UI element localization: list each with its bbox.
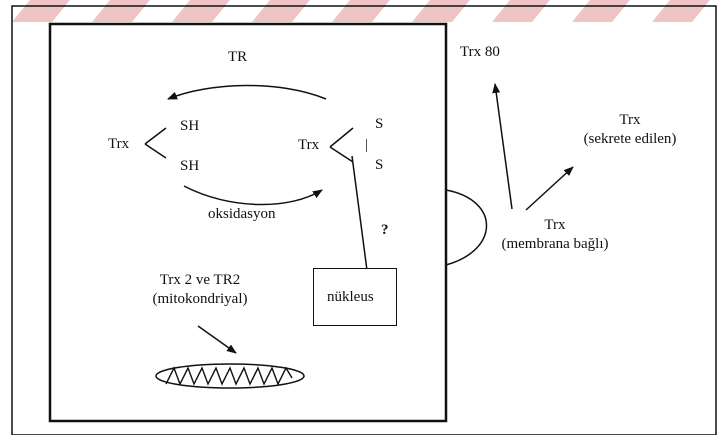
trx-oxidized-label: Trx	[298, 137, 319, 154]
membrane-label-line2: (membrana bağlı)	[490, 236, 620, 253]
trx-oxidized-branches	[330, 128, 353, 162]
nucleus-label: nükleus	[327, 289, 374, 306]
secreted-arrow	[526, 167, 573, 210]
question-mark: ?	[381, 222, 389, 239]
s-top-label: S	[375, 116, 383, 133]
banner-stripes	[12, 0, 710, 22]
mito-label-line2: (mitokondriyal)	[120, 291, 280, 308]
secreted-label-line1: Trx	[560, 112, 700, 129]
s-bottom-label: S	[375, 157, 383, 174]
trx80-label: Trx 80	[460, 44, 500, 61]
secreted-label-line2: (sekrete edilen)	[560, 131, 700, 148]
mito-arrow	[198, 326, 236, 353]
oxidation-arrow	[184, 186, 322, 205]
trx-reduced-branches	[145, 128, 166, 158]
membrane-bulge	[446, 190, 487, 265]
sh-bottom-label: SH	[180, 158, 199, 175]
trx80-arrow	[495, 84, 512, 209]
tr-label: TR	[228, 49, 247, 66]
nucleus-arrow	[352, 156, 368, 278]
mitochondrion	[156, 364, 304, 388]
mito-label-line1: Trx 2 ve TR2	[120, 272, 280, 289]
trx-reduced-label: Trx	[108, 136, 129, 153]
membrane-label-line1: Trx	[490, 217, 620, 234]
disulfide-bond-label: |	[365, 137, 368, 154]
sh-top-label: SH	[180, 118, 199, 135]
oksidasyon-label: oksidasyon	[208, 206, 276, 223]
tr-arrow	[168, 85, 326, 99]
